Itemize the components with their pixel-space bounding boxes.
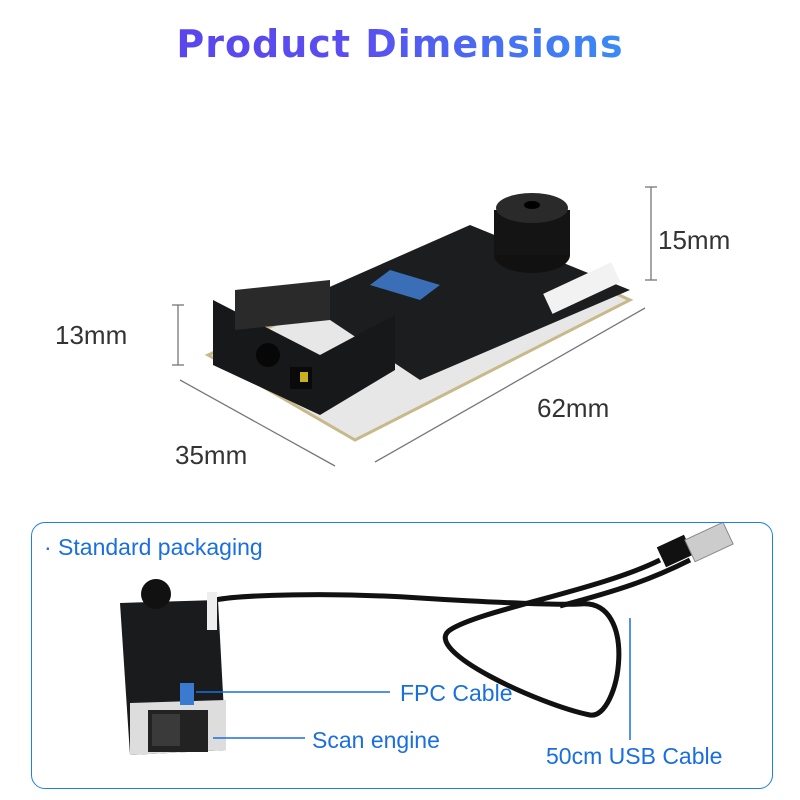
standard-packaging-panel <box>31 522 773 789</box>
dimension-length: 62mm <box>537 393 610 423</box>
callout-lines <box>196 618 631 740</box>
page-title: Product Dimensions <box>0 22 800 66</box>
label-usb-cable: 50cm USB Cable <box>546 743 723 769</box>
label-scan-engine: Scan engine <box>312 727 440 753</box>
dimension-width: 35mm <box>175 440 248 470</box>
packaging-heading: · Standard packaging <box>44 534 263 560</box>
scanner-module-photo <box>204 193 634 442</box>
dimension-height-camera: 15mm <box>658 225 731 255</box>
packaging-photo <box>120 521 734 755</box>
dimension-height-engine: 13mm <box>55 320 128 350</box>
dimension-lines <box>172 186 657 467</box>
label-fpc-cable: FPC Cable <box>400 680 513 706</box>
